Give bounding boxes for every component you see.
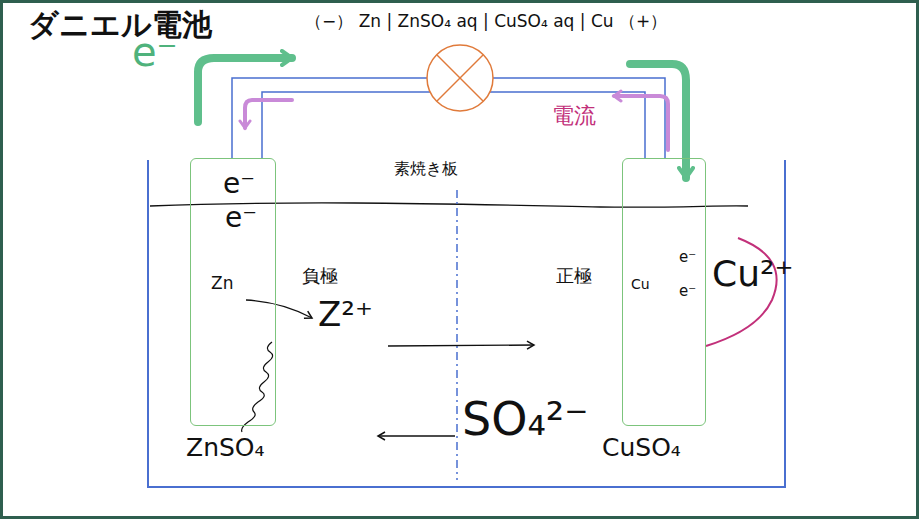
pole-label: 正極 — [556, 266, 592, 286]
title: ダニエル電池 — [28, 8, 212, 41]
dissolve-arrow — [246, 300, 312, 318]
electrode-text: e⁻ — [223, 169, 255, 200]
plate-label: 素焼き板 — [394, 160, 458, 178]
copper-electrode: Cu e⁻ e⁻ — [622, 158, 706, 426]
ion-arrow — [388, 345, 534, 346]
ion-label: SO₄²⁻ — [462, 394, 589, 445]
wire — [490, 92, 645, 158]
current-arrow — [245, 100, 292, 128]
electrode-text: Zn — [211, 274, 233, 293]
wire — [493, 78, 665, 158]
beaker — [148, 160, 785, 487]
electrode-text: e⁻ — [679, 249, 696, 266]
electrode-text: e⁻ — [225, 203, 257, 234]
porous-plate — [456, 190, 458, 480]
solution-label: CuSO₄ — [602, 434, 681, 462]
ion-arrow — [378, 435, 455, 436]
current-label: 電流 — [552, 104, 596, 128]
ion-label: Z²⁺ — [318, 296, 373, 333]
electron-label: e⁻ — [132, 30, 178, 74]
electrode-text: e⁻ — [679, 283, 696, 300]
current-arrow — [614, 96, 668, 150]
cell-notation: （−） Zn | ZnSO₄ aq | CuSO₄ aq | Cu （+） — [305, 12, 667, 31]
electrode-text: Cu — [631, 277, 650, 292]
zinc-electrode: e⁻e⁻ Zn — [190, 158, 276, 426]
pole-label: 負極 — [302, 266, 338, 286]
ion-label: Cu²⁺ — [712, 254, 793, 294]
electron-arrow — [630, 64, 686, 178]
solution-label: ZnSO₄ — [186, 434, 265, 462]
corrosion-mark — [242, 342, 273, 432]
bulb-symbol — [427, 45, 493, 111]
